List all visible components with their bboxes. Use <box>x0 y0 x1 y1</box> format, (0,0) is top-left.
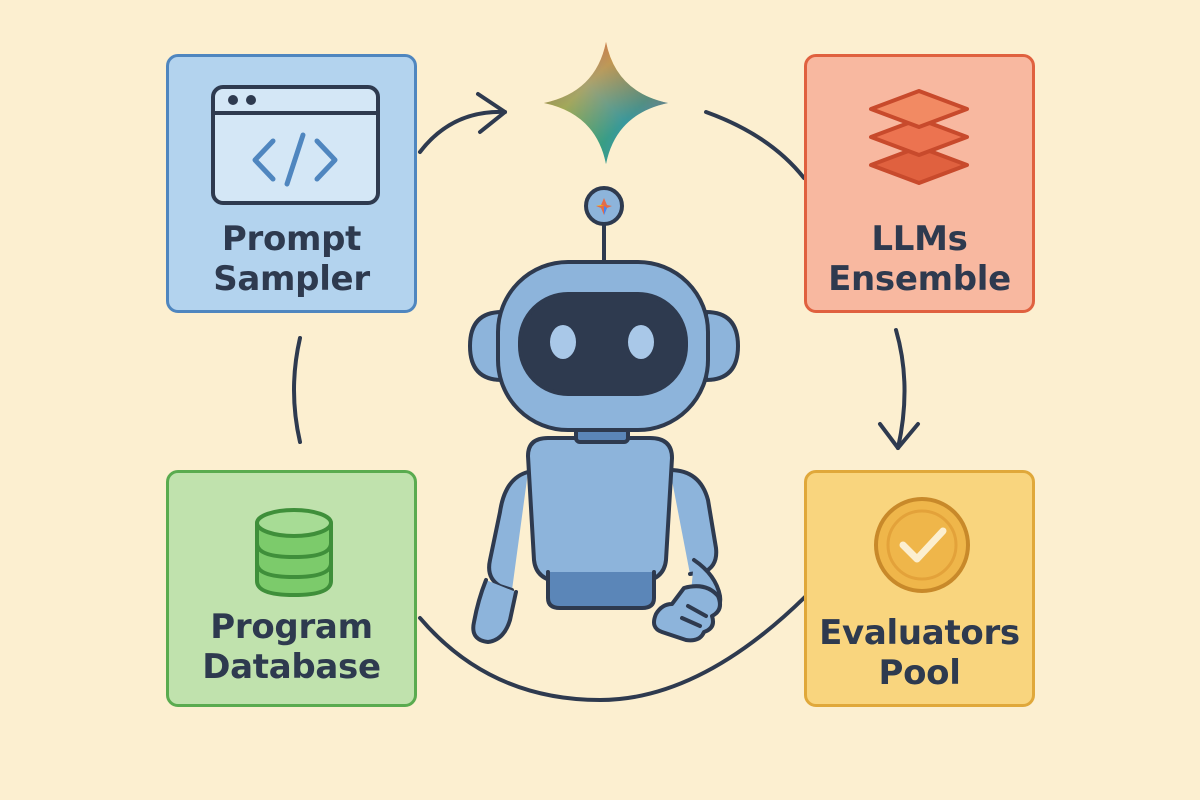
evaluators-pool-label: Evaluators Pool <box>819 613 1020 693</box>
database-icon <box>255 508 333 598</box>
arrow-sampler-to-star <box>418 109 507 154</box>
prompt-sampler-node[interactable]: Prompt Sampler <box>166 54 417 313</box>
arrowhead-ensemble-to-evaluators <box>878 422 920 450</box>
program-database-node[interactable]: Program Database <box>166 470 417 707</box>
arrowhead-sampler-to-star <box>476 92 507 134</box>
arc-star-to-ensemble <box>704 110 806 180</box>
code-window-icon <box>211 85 380 205</box>
llms-ensemble-node[interactable]: LLMs Ensemble <box>804 54 1035 313</box>
program-database-label: Program Database <box>202 607 381 687</box>
evaluators-pool-node[interactable]: Evaluators Pool <box>804 470 1035 707</box>
prompt-sampler-label: Prompt Sampler <box>213 219 370 299</box>
arc-database-to-sampler <box>292 336 302 444</box>
arrow-ensemble-to-evaluators <box>894 328 907 450</box>
llms-ensemble-label: LLMs Ensemble <box>828 219 1011 299</box>
layers-stack-icon <box>869 89 969 185</box>
check-circle-icon <box>874 497 970 593</box>
arc-evaluators-to-database <box>418 594 808 703</box>
